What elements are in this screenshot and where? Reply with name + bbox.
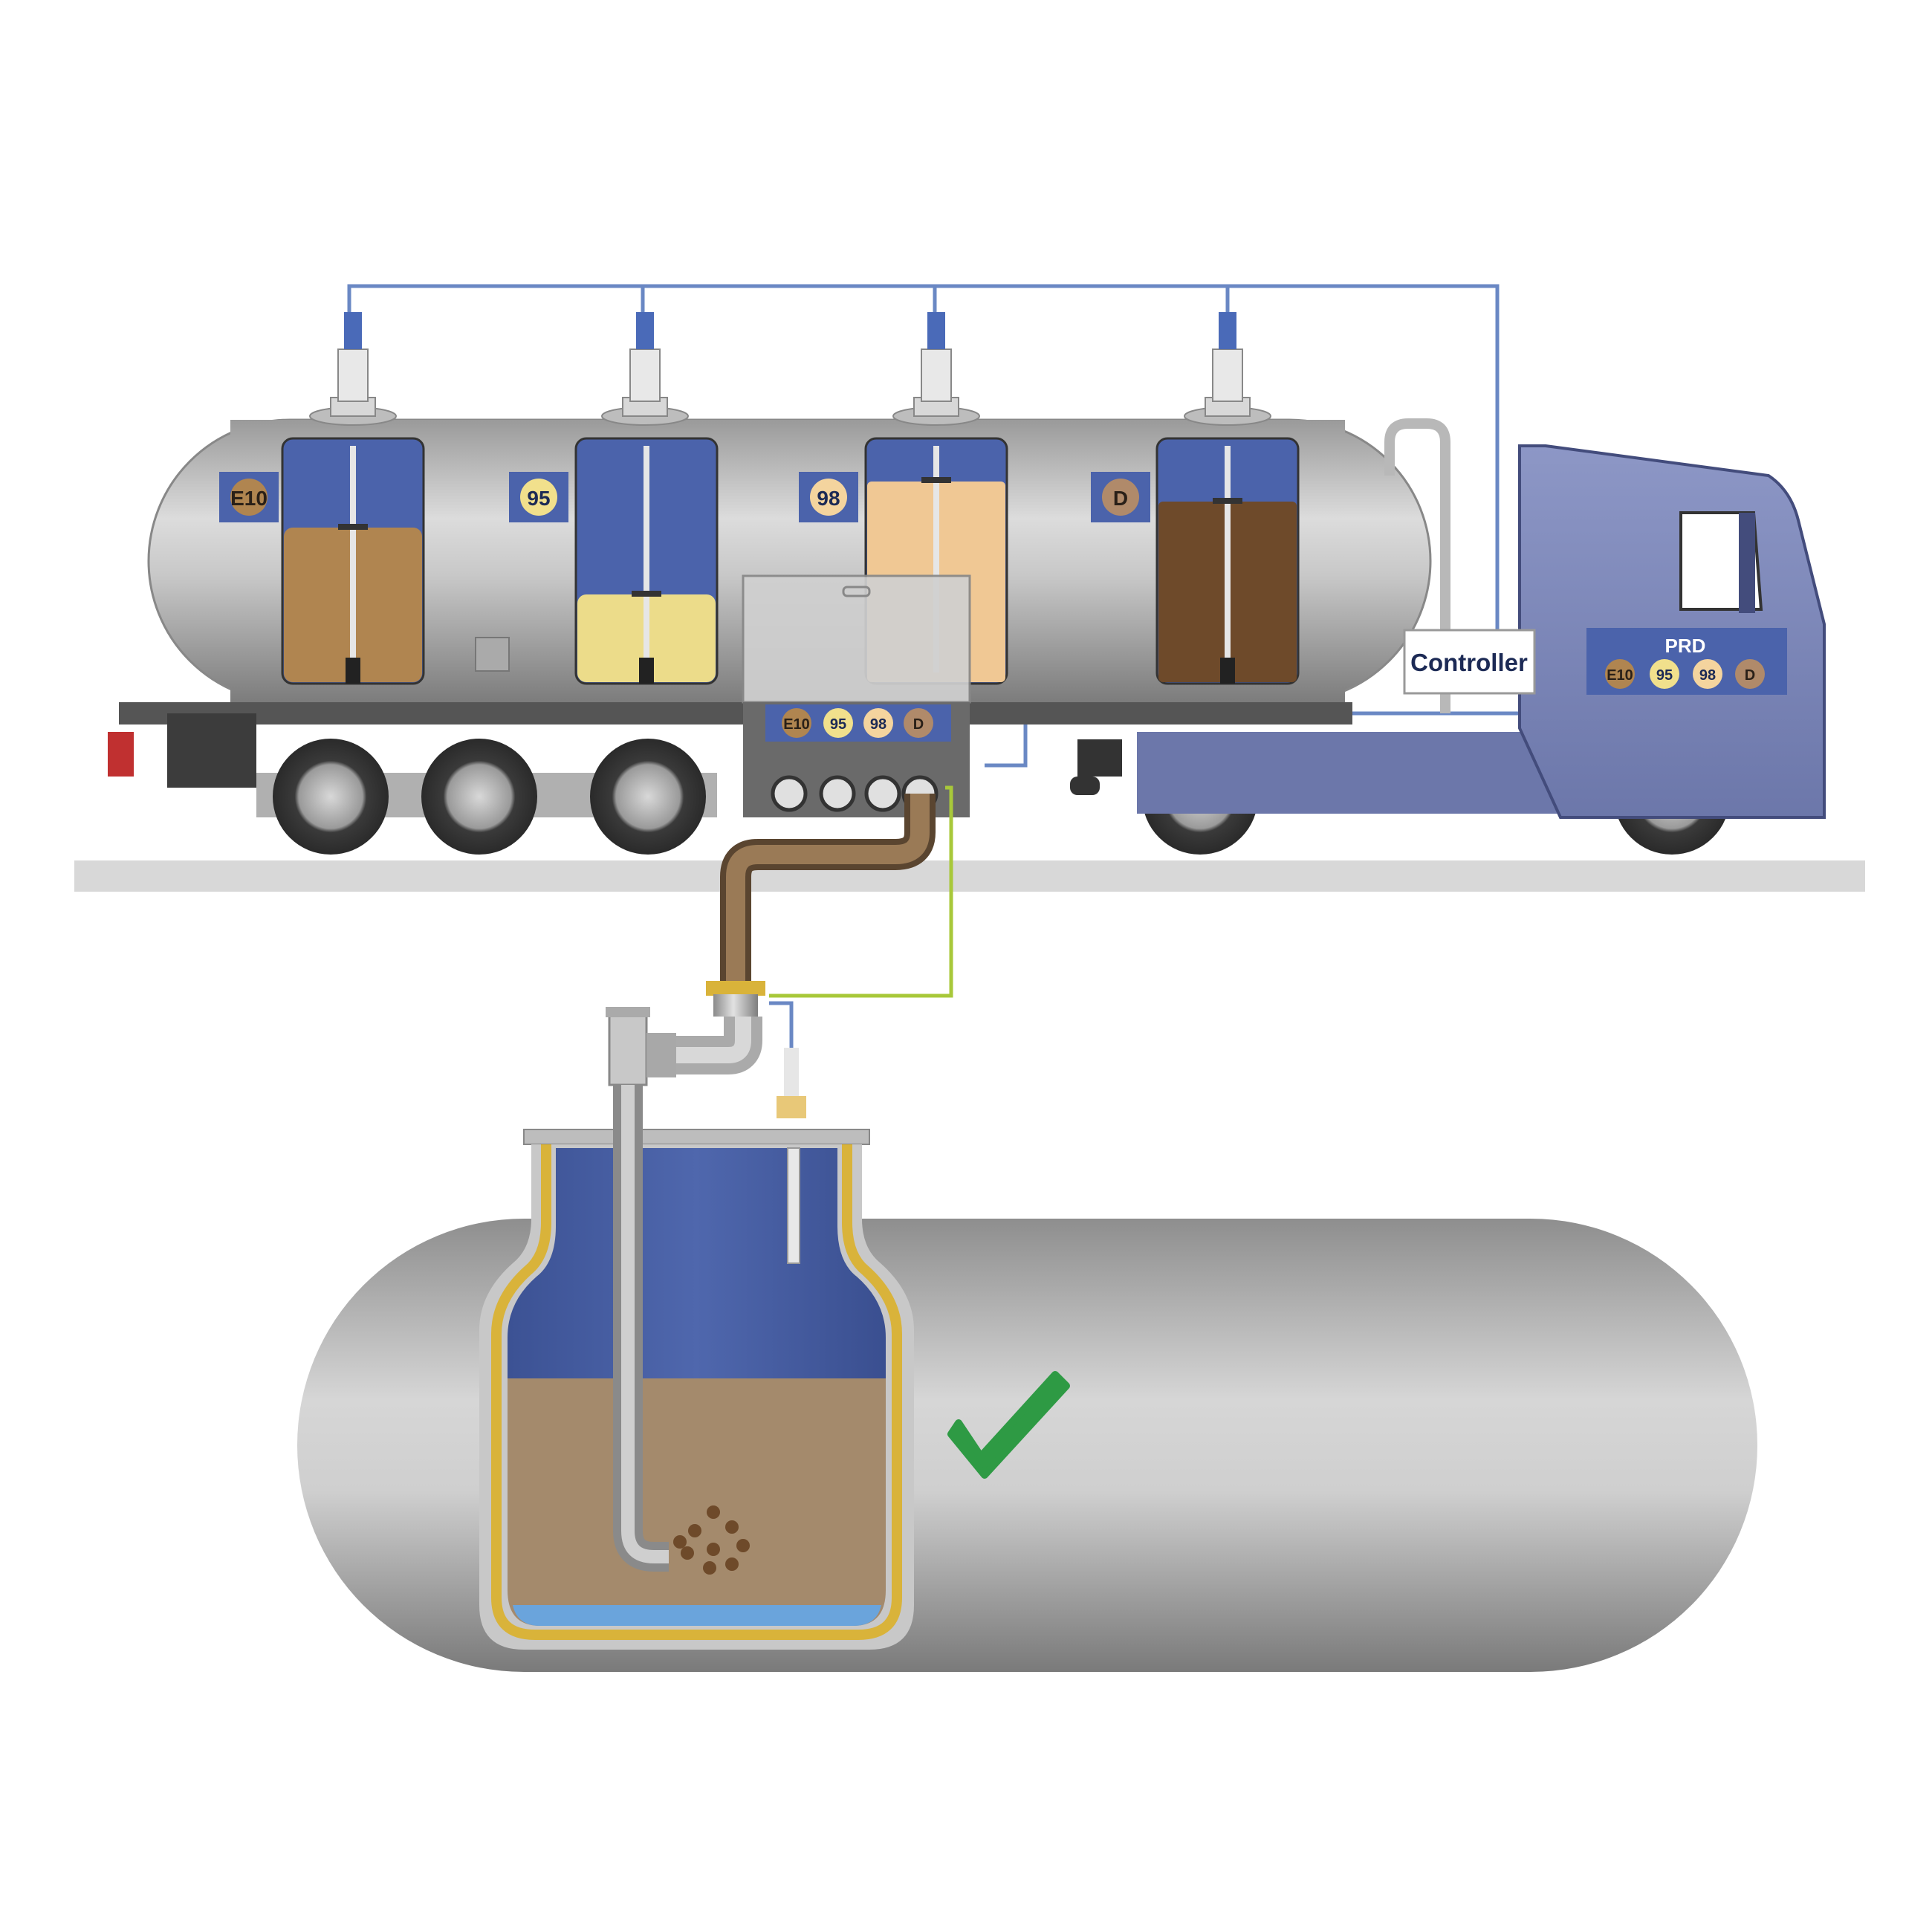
badge-95-label: 95 [527,487,550,510]
water-layer [513,1605,881,1626]
cab-badge-98: 98 [1699,667,1716,684]
delivery-hose [720,794,936,981]
cab-badge-d: D [1745,667,1755,684]
badge-e10 [230,479,268,516]
controller-label: Controller [1410,649,1528,676]
badge-e10-label: E10 [230,487,268,510]
cabinet-badges: E10 95 98 D [782,708,933,738]
badge-98-label: 98 [817,487,840,510]
cab-badge-95: 95 [1656,667,1673,684]
tank-liner [491,1144,902,1640]
badge-d [1102,479,1139,516]
cab-badge-e10: E10 [1607,667,1633,684]
prd-panel-title: PRD [1665,635,1706,657]
probe-sensor-98 [892,312,980,426]
badge-98 [810,479,847,516]
cabinet-badge-e10: E10 [783,716,810,733]
compartment-badges: E10 95 98 D [219,472,1150,522]
compartment-e10 [281,437,425,685]
cabinet-badge-98: 98 [870,716,886,733]
truck-cab: PRD E10 95 98 D [1070,444,1826,819]
cabinet-badge-d: D [913,716,924,733]
ground-wire [769,785,953,998]
cabinet-badge-95: 95 [830,716,846,733]
fuel-bubbles [673,1505,750,1575]
underground-fuel [508,1378,886,1626]
trailer-wheel-2 [421,739,537,855]
trailer-wheel-3 [590,739,706,855]
probe-sensors [309,312,1271,426]
cab-badges: E10 95 98 D [1605,659,1765,689]
fill-pipework [606,981,806,1118]
probe-sensor-95 [601,312,689,426]
probe-sensor-d [1184,312,1271,426]
controller-box: Controller [1403,629,1536,695]
valve-cabinet: E10 95 98 D [742,574,971,817]
badge-d-label: D [1113,487,1128,510]
compartment-d [1155,437,1300,685]
trailer-wheel-1 [273,739,389,855]
ground-strip [74,860,1865,892]
probe-sensor-e10 [309,312,397,426]
compartment-95 [574,437,719,685]
badge-95 [520,479,557,516]
underground-tank [297,1085,1757,1672]
checkmark-icon [947,1371,1070,1479]
